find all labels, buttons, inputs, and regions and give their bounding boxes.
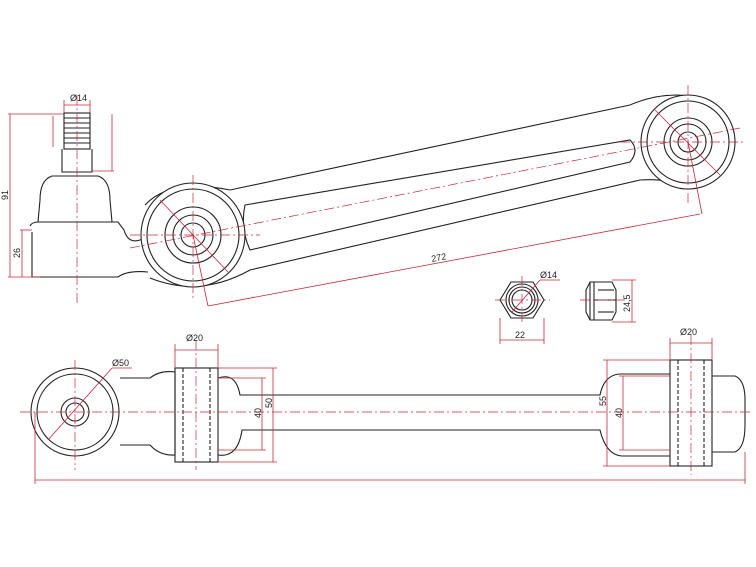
left-outer-height-label: 50	[264, 398, 274, 408]
center-distance-label: 272	[430, 251, 447, 264]
stud-diameter-label: Ø14	[70, 93, 87, 103]
nut-thread-diameter-label: Ø14	[540, 270, 557, 280]
side-view: Ø50 Ø20 40 50 55 40 Ø20	[20, 327, 752, 484]
left-inner-height-label: 40	[253, 408, 263, 418]
right-inner-height-label: 40	[614, 408, 624, 418]
housing-height-label: 26	[12, 248, 22, 258]
top-view-dimensions: Ø14 91 26 272	[0, 85, 745, 307]
nut-width-label: 22	[515, 330, 525, 340]
right-outer-height-label: 55	[598, 396, 608, 406]
total-height-label: 91	[0, 190, 10, 200]
ball-joint	[29, 112, 149, 278]
nut-side: 24,5	[580, 279, 636, 323]
nut-front: Ø14 22	[495, 270, 560, 344]
nut-height-label: 24,5	[622, 294, 632, 312]
right-bushing-diameter-label: Ø20	[680, 327, 697, 337]
left-bushing-diameter-label: Ø20	[186, 333, 203, 343]
eye-diameter-label: Ø50	[112, 358, 129, 368]
